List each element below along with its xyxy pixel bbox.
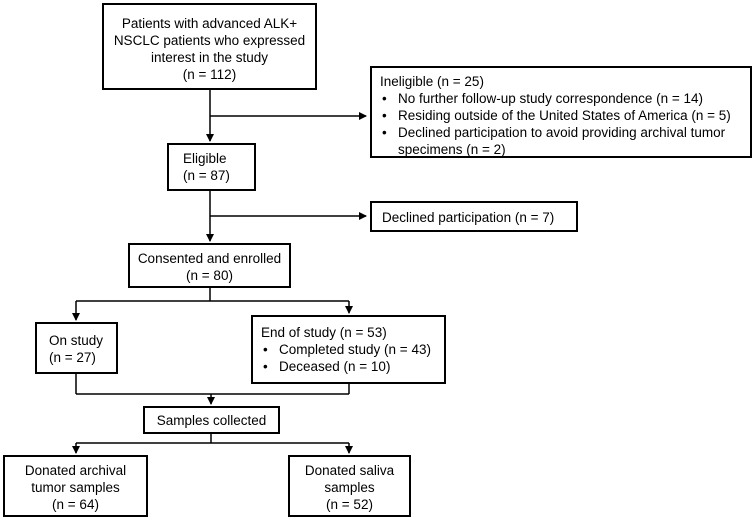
bullet-icon: •	[263, 359, 268, 374]
enrolled-count: (n = 80)	[186, 268, 233, 283]
saliva-line-2: samples	[324, 480, 375, 495]
on-study-count: (n = 27)	[49, 350, 96, 365]
end-of-study-item: •Deceased (n = 10)	[263, 359, 391, 374]
eligible-box: Eligible (n = 87)	[167, 143, 256, 191]
patients-line-3: interest in the study	[150, 50, 269, 65]
patients-count: (n = 112)	[182, 67, 237, 82]
on-study-box: On study (n = 27)	[35, 322, 118, 374]
archival-box: Donated archival tumor samples (n = 64)	[3, 455, 148, 517]
end-of-study-item: •Completed study (n = 43)	[263, 342, 431, 357]
bullet-icon: •	[382, 108, 387, 123]
archival-count: (n = 64)	[52, 497, 99, 512]
enrolled-box: Consented and enrolled (n = 80)	[128, 243, 291, 288]
bullet-icon: •	[382, 125, 387, 140]
archival-line-1: Donated archival	[24, 463, 127, 478]
bullet-icon: •	[263, 342, 268, 357]
ineligible-box: Ineligible (n = 25) •No further follow-u…	[370, 66, 752, 158]
ineligible-list: •No further follow-up study corresponden…	[380, 90, 742, 158]
bullet-icon: •	[382, 91, 387, 106]
patients-line-2: NSCLC patients who expressed	[113, 33, 306, 48]
end-of-study-box: End of study (n = 53) •Completed study (…	[251, 315, 446, 384]
end-of-study-list: •Completed study (n = 43) •Deceased (n =…	[261, 341, 444, 375]
declined-label: Declined participation (n = 7)	[382, 210, 555, 225]
saliva-line-1: Donated saliva	[304, 463, 395, 478]
eligible-count: (n = 87)	[183, 168, 230, 183]
samples-label: Samples collected	[156, 413, 267, 428]
ineligible-title: Ineligible (n = 25)	[380, 74, 484, 89]
archival-line-2: tumor samples	[31, 480, 120, 495]
enrolled-label: Consented and enrolled	[137, 251, 282, 266]
on-study-label: On study	[49, 333, 104, 348]
samples-box: Samples collected	[143, 406, 280, 434]
eligible-label: Eligible	[183, 151, 227, 166]
end-of-study-title: End of study (n = 53)	[261, 325, 387, 340]
ineligible-item: •Residing outside of the United States o…	[382, 108, 731, 123]
patients-line-1: Patients with advanced ALK+	[121, 16, 298, 31]
declined-box: Declined participation (n = 7)	[370, 201, 578, 232]
patients-box: Patients with advanced ALK+ NSCLC patien…	[102, 3, 317, 90]
ineligible-item: •Declined participation to avoid providi…	[382, 125, 726, 157]
ineligible-item: •No further follow-up study corresponden…	[382, 91, 704, 106]
saliva-box: Donated saliva samples (n = 52)	[288, 455, 411, 517]
saliva-count: (n = 52)	[326, 497, 373, 512]
